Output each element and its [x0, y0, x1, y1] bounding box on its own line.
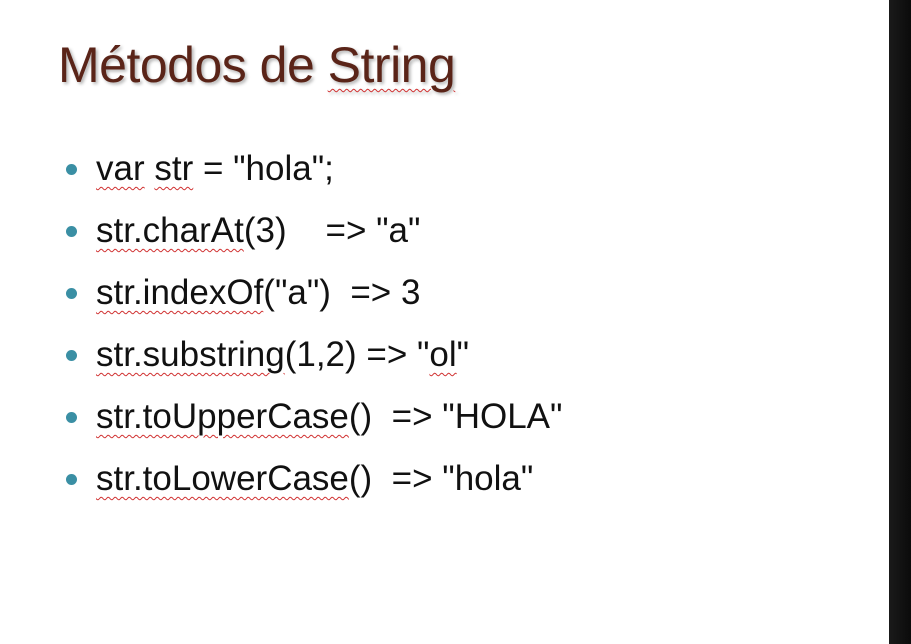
list-item: str.indexOf("a") => 3	[66, 262, 562, 324]
list-item: str.toLowerCase() => "hola"	[66, 448, 562, 510]
list-item: str.substring(1,2) => "ol"	[66, 324, 562, 386]
list-item: str.toUpperCase() => "HOLA"	[66, 386, 562, 448]
code-text: ("a") => 3	[263, 273, 421, 312]
code-text: (1,2) => "	[284, 335, 430, 374]
bullet-dot-icon	[66, 225, 77, 237]
bullet-list: var str = "hola"; str.charAt(3) => "a" s…	[66, 138, 562, 510]
bullet-dot-icon	[66, 349, 77, 361]
code-text: = "hola";	[193, 149, 334, 188]
code-text: () => "hola"	[348, 459, 534, 498]
code-underlined: var	[96, 149, 145, 188]
code-underlined: ol	[429, 335, 457, 374]
code-underlined: str.toLowerCase	[96, 459, 349, 498]
slide-title-text: Métodos de	[58, 37, 328, 93]
bullet-dot-icon	[66, 163, 77, 175]
code-text: () => "HOLA"	[348, 397, 563, 436]
bullet-dot-icon	[66, 287, 77, 299]
code-underlined: str.toUpperCase	[96, 397, 349, 436]
code-underlined: str	[154, 149, 194, 188]
slide-title-spellcheck-word: String	[327, 37, 456, 93]
window-edge	[889, 0, 911, 644]
slide-title: Métodos de String	[58, 36, 456, 94]
list-item: var str = "hola";	[66, 138, 562, 200]
list-item: str.charAt(3) => "a"	[66, 200, 562, 262]
code-underlined: str.charAt	[96, 211, 244, 250]
code-underlined: str.indexOf	[96, 273, 264, 312]
code-text: "	[456, 335, 470, 374]
bullet-dot-icon	[66, 411, 77, 423]
code-text: (3) => "a"	[243, 211, 421, 250]
code-underlined: str.substring	[96, 335, 285, 374]
code-text	[145, 149, 155, 189]
bullet-dot-icon	[66, 473, 77, 485]
